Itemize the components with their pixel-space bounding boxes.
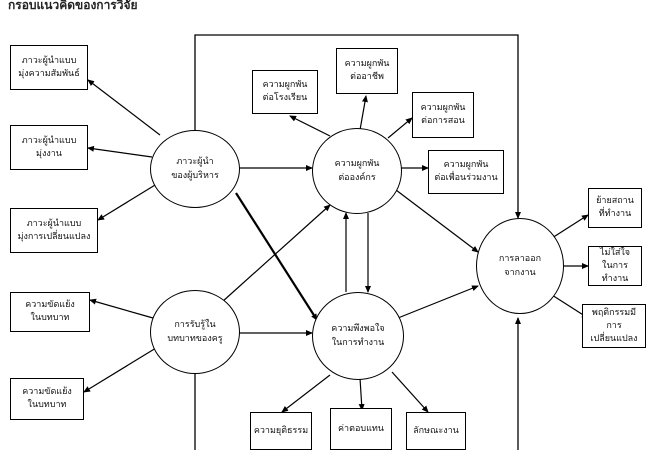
label-leader-task: ภาวะผู้นำแบบ มุ่งงาน: [21, 135, 77, 159]
arrow-role-commitment: [221, 204, 331, 303]
top-frame-connector: [194, 34, 521, 219]
box-leader-task: ภาวะผู้นำแบบ มุ่งงาน: [10, 125, 88, 170]
label-commit-teaching: ความผูกพัน ต่อการสอน: [420, 103, 466, 126]
label-role-ambiguity: ความขัดแย้ง ในบทบาท: [22, 387, 72, 410]
arrow-commit-career: [359, 95, 368, 131]
label-commit-career: ความผูกพัน ต่ออาชีพ: [344, 59, 390, 82]
ellipse-role-perception: การรับรู้ใน บทบาทของครู: [150, 290, 240, 374]
box-commit-teaching: ความผูกพัน ต่อการสอน: [412, 92, 474, 138]
arrow-commit-teaching: [387, 117, 413, 139]
box-sat-nature: ลักษณะงาน: [406, 412, 466, 450]
box-sat-pay: ค่าตอบแทน: [330, 408, 392, 450]
box-role-ambiguity: ความขัดแย้ง ในบทบาท: [10, 378, 84, 420]
label-out-behavior: พฤติกรรมมี การเปลี่ยนแปลง: [590, 307, 638, 344]
arrow-sat-fairness: [281, 374, 331, 413]
arrow-commit-school: [289, 115, 331, 137]
arrow-role-conflict: [89, 298, 154, 319]
ellipse-admin-leadership: ภาวะผู้นำ ของผู้บริหาร: [150, 130, 240, 208]
label-admin-leadership: ภาวะผู้นำ ของผู้บริหาร: [171, 157, 219, 181]
arrow-role-ambiguity: [83, 347, 157, 393]
label-role-conflict: ความขัดแย้ง ในบทบาท: [25, 300, 75, 323]
label-leader-change: ภาวะผู้นำแบบ มุ่งการเปลี่ยนแปลง: [17, 218, 91, 242]
box-sat-fairness: ความยุติธรรม: [250, 412, 312, 450]
box-out-behavior: พฤติกรรมมี การเปลี่ยนแปลง: [582, 304, 646, 348]
arrow-satisfaction-turnover: [397, 285, 479, 319]
label-sat-fairness: ความยุติธรรม: [253, 425, 309, 436]
ellipse-org-commitment: ความผูกพัน ต่อองค์กร: [312, 128, 402, 214]
arrow-admin-relation: [87, 79, 161, 136]
label-role-perception: การรับรู้ใน บทบาทของครู: [167, 320, 223, 344]
label-org-commitment: ความผูกพัน ต่อองค์กร: [334, 159, 380, 183]
box-commit-colleagues: ความผูกพัน ต่อเพื่อนร่วมงาน: [428, 150, 504, 194]
arrow-commitment-turnover: [395, 189, 479, 253]
box-out-move: ย้ายสถาน ที่ทำงาน: [588, 188, 642, 228]
arrow-sat-pay: [358, 377, 365, 411]
box-role-conflict: ความขัดแย้ง ในบทบาท: [10, 292, 90, 332]
box-leader-change: ภาวะผู้นำแบบ มุ่งการเปลี่ยนแปลง: [10, 208, 98, 253]
label-job-satisfaction: ความพึงพอใจ ในการทำงาน: [331, 324, 385, 348]
arrow-admin-satisfaction: [235, 192, 318, 321]
arrow-admin-task: [87, 145, 153, 158]
label-commit-school: ความผูกพัน ต่อโรงเรียน: [262, 80, 308, 103]
box-commit-school: ความผูกพัน ต่อโรงเรียน: [252, 70, 318, 114]
box-commit-career: ความผูกพัน ต่ออาชีพ: [336, 48, 398, 94]
diagram-title: กรอบแนวคิดของการวิจัย: [8, 0, 138, 12]
arrow-turnover-move: [551, 214, 589, 239]
label-sat-nature: ลักษณะงาน: [413, 425, 459, 436]
label-leader-relation: ภาวะผู้นำแบบ มุ่งความสัมพันธ์: [18, 55, 80, 79]
label-commit-colleagues: ความผูกพัน ต่อเพื่อนร่วมงาน: [434, 160, 498, 183]
label-out-disinterest: ไม่ใส่ใจ ในการทำงาน: [599, 247, 630, 284]
box-out-disinterest: ไม่ใส่ใจ ในการทำงาน: [588, 246, 642, 286]
label-turnover: การลาออก จากงาน: [498, 254, 542, 278]
arrow-admin-change: [97, 181, 161, 221]
arrow-sat-nature: [391, 371, 429, 413]
label-out-move: ย้ายสถาน ที่ทำงาน: [596, 196, 634, 219]
label-sat-pay: ค่าตอบแทน: [338, 423, 384, 434]
ellipse-job-satisfaction: ความพึงพอใจ ในการทำงาน: [312, 292, 404, 380]
box-leader-relation: ภาวะผู้นำแบบ มุ่งความสัมพันธ์: [10, 45, 88, 90]
ellipse-turnover: การลาออก จากงาน: [476, 218, 564, 314]
